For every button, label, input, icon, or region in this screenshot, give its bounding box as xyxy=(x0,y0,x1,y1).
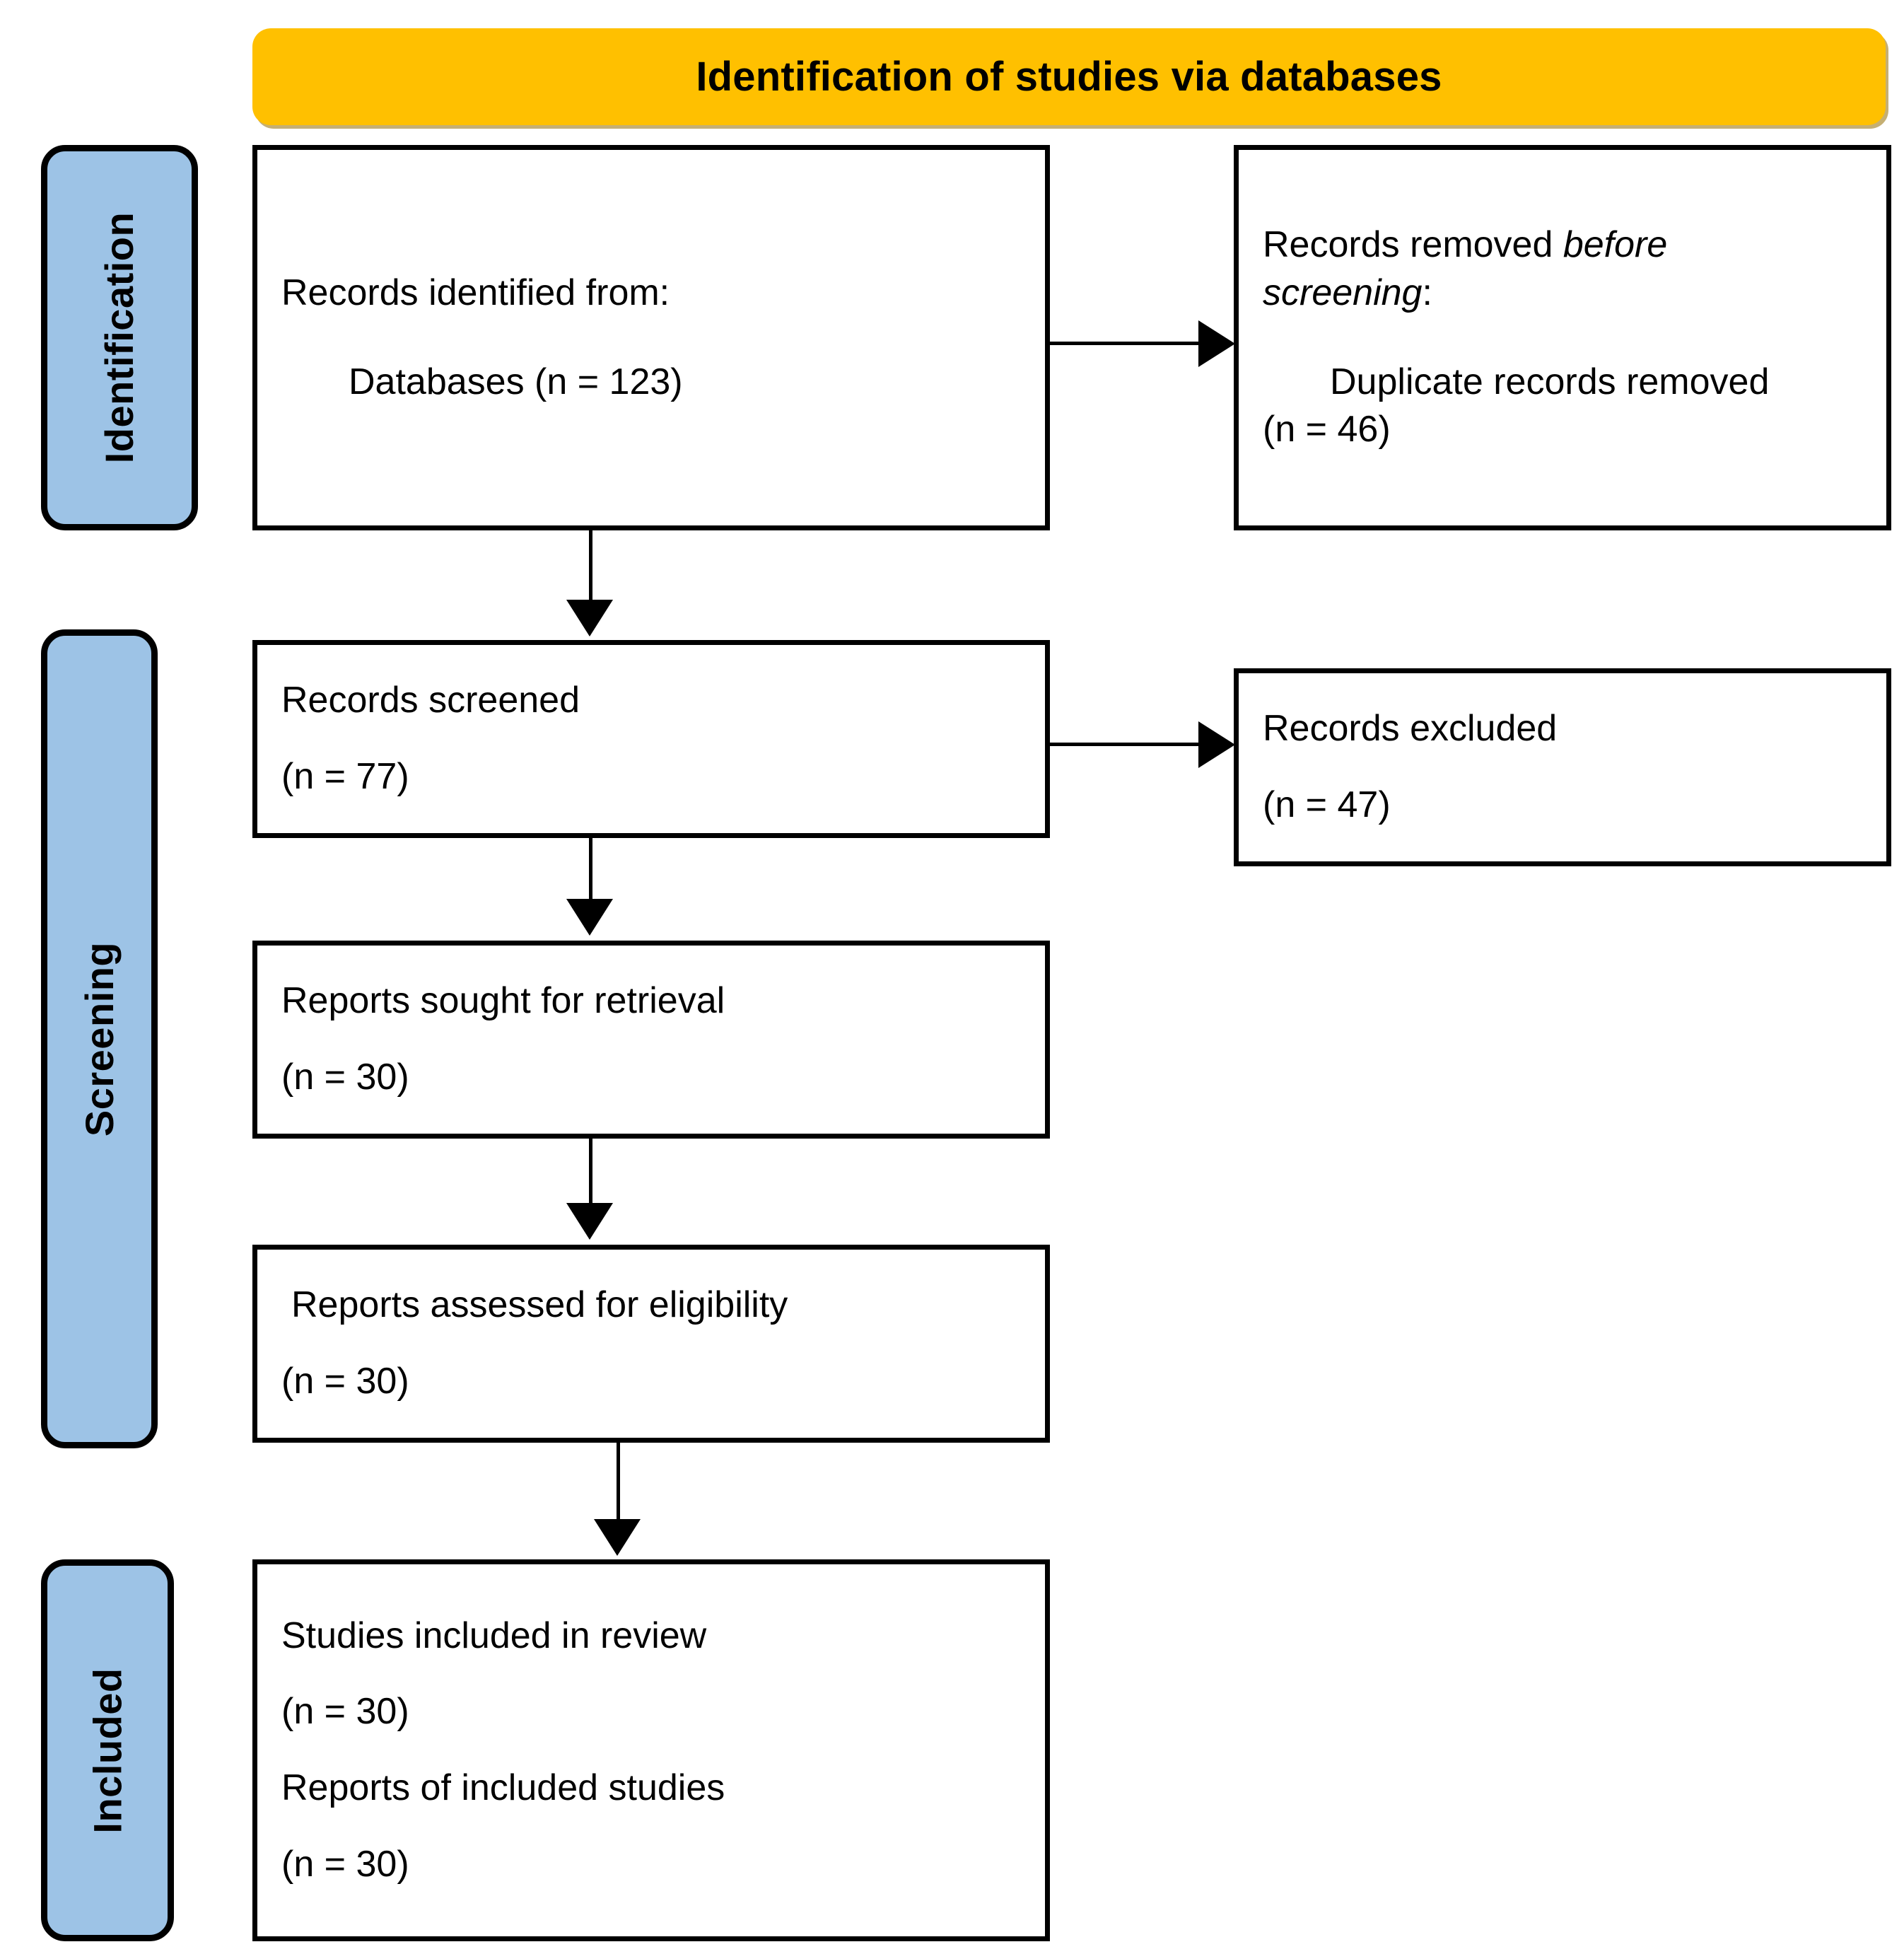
box-records-removed-before-screening: Records removed before screening: Duplic… xyxy=(1234,145,1891,530)
connector-screened-to-excluded xyxy=(1050,743,1200,746)
arrow-down-icon xyxy=(566,1203,613,1240)
phase-label-identification: Identification xyxy=(41,145,198,530)
box-records-identified: Records identified from: Databases (n = … xyxy=(252,145,1050,530)
arrow-right-icon xyxy=(1198,721,1235,768)
box-studies-included-line4: (n = 30) xyxy=(281,1843,409,1885)
box-records-identified-line1: Records identified from: xyxy=(281,272,670,313)
box-records-screened-line2: (n = 77) xyxy=(281,756,409,797)
box-reports-assessed-line1: Reports assessed for eligibility xyxy=(291,1284,788,1326)
header-banner: Identification of studies via databases xyxy=(252,28,1886,125)
arrow-down-icon xyxy=(566,899,613,936)
box-studies-included-line2: (n = 30) xyxy=(281,1691,409,1733)
box-records-removed-line1: Records removed before xyxy=(1263,221,1862,269)
box-records-screened-line1: Records screened xyxy=(281,680,580,721)
connector-screened-to-sought xyxy=(589,838,592,900)
box-records-excluded: Records excluded (n = 47) xyxy=(1234,668,1891,866)
page-title: Identification of studies via databases xyxy=(696,53,1442,100)
box-studies-included: Studies included in review (n = 30) Repo… xyxy=(252,1559,1050,1941)
phase-label-identification-text: Identification xyxy=(97,211,142,464)
box-records-removed-line2: screening: xyxy=(1263,269,1862,318)
box-reports-sought-line2: (n = 30) xyxy=(281,1057,409,1098)
box-records-removed-line1-prefix: Records removed xyxy=(1263,224,1563,266)
box-reports-assessed-for-eligibility: Reports assessed for eligibility (n = 30… xyxy=(252,1245,1050,1443)
box-records-identified-line2: Databases (n = 123) xyxy=(349,361,683,402)
connector-assessed-to-included xyxy=(617,1443,620,1520)
connector-identified-to-removed xyxy=(1050,342,1200,345)
box-reports-sought-for-retrieval: Reports sought for retrieval (n = 30) xyxy=(252,941,1050,1139)
connector-sought-to-assessed xyxy=(589,1139,592,1204)
box-records-removed-line2-suffix: : xyxy=(1422,272,1432,313)
box-reports-sought-line1: Reports sought for retrieval xyxy=(281,980,725,1022)
box-reports-assessed-line2: (n = 30) xyxy=(281,1361,409,1402)
box-records-excluded-line2: (n = 47) xyxy=(1263,784,1391,825)
box-studies-included-line3: Reports of included studies xyxy=(281,1767,725,1808)
box-records-removed-line2-emphasis: screening xyxy=(1263,272,1423,313)
box-records-removed-line3: Duplicate records removed xyxy=(1330,361,1770,402)
phase-label-included: Included xyxy=(41,1559,174,1941)
arrow-down-icon xyxy=(566,600,613,636)
connector-identified-to-screened xyxy=(589,530,592,601)
box-records-removed-line4: (n = 46) xyxy=(1263,409,1391,450)
box-records-excluded-line1: Records excluded xyxy=(1263,708,1558,750)
phase-label-screening: Screening xyxy=(41,629,158,1448)
box-studies-included-line1: Studies included in review xyxy=(281,1615,707,1656)
phase-label-screening-text: Screening xyxy=(77,941,122,1136)
box-records-removed-line1-emphasis: before xyxy=(1563,224,1668,266)
phase-label-included-text: Included xyxy=(85,1667,130,1834)
box-records-screened: Records screened (n = 77) xyxy=(252,640,1050,838)
arrow-down-icon xyxy=(594,1519,641,1556)
arrow-right-icon xyxy=(1198,320,1235,367)
